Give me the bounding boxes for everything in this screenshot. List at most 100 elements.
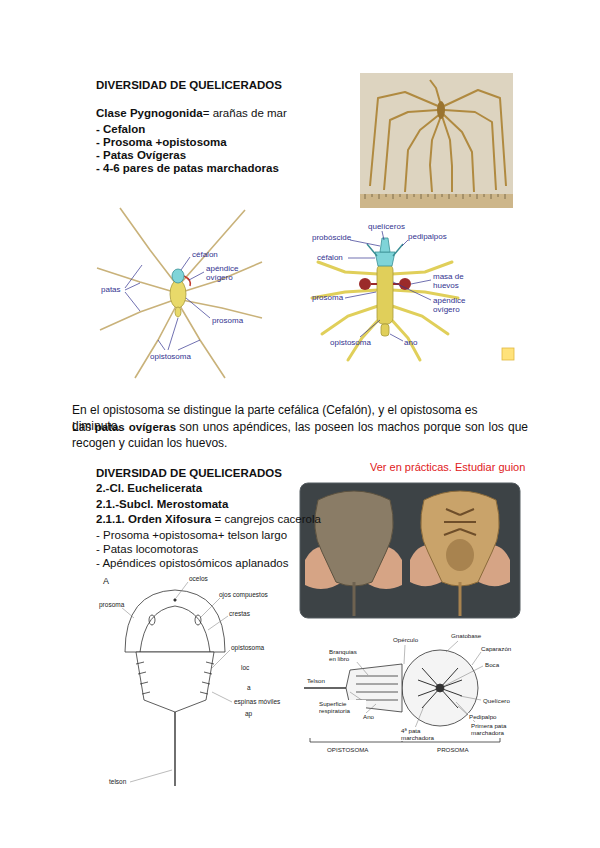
horseshoe-crab-dorsal-drawing-part (212, 650, 230, 668)
horseshoe-crab-ventral-drawing-part (366, 704, 376, 713)
note-text: Ver en prácticas. Estudiar guion (370, 461, 525, 474)
sea-spider-photo-part (370, 80, 506, 192)
sea-spider-diagram-right-part (345, 231, 431, 341)
sea-spider-photo-part (442, 116, 452, 192)
order-common-name: = cangrejos cacerola (214, 513, 320, 525)
horseshoe-crab-ventral-drawing-part (472, 652, 481, 665)
horseshoe-crab-dorsal-drawing (121, 582, 232, 786)
sea-spider-photo-part (437, 101, 445, 119)
horseshoe-crab-dorsal-drawing-part (201, 598, 220, 617)
part-label: ap (244, 710, 253, 717)
horseshoe-crab-photos-part (444, 509, 476, 535)
horseshoe-crab-ventral-drawing-part (402, 650, 478, 726)
sea-spider-diagram-right-part (318, 262, 378, 274)
figure-letter: A (103, 576, 109, 586)
part-label: crestas (228, 610, 251, 617)
part-label: prosoma (98, 601, 125, 608)
horseshoe-crab-ventral-drawing-part (415, 706, 424, 728)
part-label: Superficie respiratoria (318, 700, 366, 714)
sea-spider-diagram-right (312, 231, 458, 360)
section-heading: DIVERSIDAD DE QUELICERADOS (96, 467, 282, 480)
horseshoe-crab-dorsal-drawing-part (121, 582, 232, 782)
horseshoe-crab-ventral-drawing-part (444, 666, 483, 686)
horseshoe-crab-dorsal-drawing-part (176, 582, 188, 598)
sea-spider-photo-part (365, 194, 505, 199)
bullet-item: - Apéndices opistosómicos aplanados (96, 557, 288, 570)
part-label: opistosoma (330, 338, 371, 347)
sea-spider-photo-part (360, 73, 513, 208)
paragraph: Laspatas ovígerasson unos apéndices, las… (72, 419, 528, 451)
part-label: probóscide (312, 233, 351, 242)
part-label: Gnatobase (450, 632, 482, 639)
horseshoe-crab-dorsal-drawing-part (140, 606, 210, 652)
region-label: OPISTOSOMA (326, 746, 370, 753)
sea-spider-diagram-left-part (125, 292, 140, 311)
sea-spider-diagram-right-part (382, 231, 384, 240)
horseshoe-crab-dorsal-drawing-part (208, 616, 228, 630)
order-name: 2.1.1. Orden Xifosura (96, 513, 211, 525)
horseshoe-crab-dorsal-drawing-part (174, 712, 175, 786)
horseshoe-crab-photos-part (300, 483, 520, 618)
sea-spider-diagram-left-part (100, 300, 174, 330)
class-name: Clase Pygnogonida (96, 107, 203, 119)
sea-spider-diagram-right-part (377, 264, 393, 324)
sea-spider-diagram-right-part (375, 252, 395, 266)
sea-spider-diagram-left-part (181, 257, 190, 270)
sea-spider-diagram-right-part (381, 324, 389, 336)
region-label: PROSOMA (436, 746, 470, 753)
part-label: Quelícero (482, 697, 511, 704)
sea-spider-diagram-right-part (371, 283, 399, 285)
part-label: quelíceros (368, 222, 405, 231)
horseshoe-crab-ventral-drawing-part (356, 676, 398, 700)
part-label: Primera pata marchadora (470, 722, 518, 736)
horseshoe-crab-ventral-drawing-part (436, 684, 444, 692)
part-label: opistosoma (230, 644, 265, 651)
horseshoe-crab-photos-part (459, 582, 462, 616)
sea-spider-diagram-left-part (158, 340, 165, 350)
sea-spider-diagram-left (97, 208, 262, 378)
part-label: patas (101, 285, 121, 294)
horseshoe-crab-ventral-drawing-part (356, 661, 368, 675)
horseshoe-crab-dorsal-drawing-part (136, 662, 214, 694)
sea-spider-diagram-left-part (186, 298, 210, 318)
sea-spider-diagram-right-part (390, 334, 403, 341)
horseshoe-crab-photos-part (300, 483, 520, 618)
sea-spider-diagram-right-part (411, 280, 431, 284)
part-label: prosoma (212, 316, 243, 325)
part-label: Telson (306, 677, 326, 684)
part-label: céfalon (192, 250, 218, 259)
horseshoe-crab-ventral-drawing-part (350, 641, 483, 728)
paragraph-bold: patas ovígeras (95, 421, 176, 433)
section-heading: 2.1.-Subcl. Merostomata (96, 498, 228, 511)
sea-spider-diagram-right-part (390, 318, 420, 360)
part-label: Opérculo (392, 636, 419, 643)
part-label: céfalon (317, 253, 343, 262)
page-heading: DIVERSIDAD DE QUELICERADOS (96, 79, 282, 92)
horseshoe-crab-ventral-drawing-part (460, 696, 481, 700)
sea-spider-diagram-left-part (168, 318, 178, 350)
part-label: telson (108, 778, 127, 785)
horseshoe-crab-dorsal-drawing-part (121, 607, 134, 618)
sea-spider-diagram-right-part (360, 320, 380, 337)
bullet-item: - Patas Ovígeras (96, 149, 186, 162)
horseshoe-crab-photos-part (444, 509, 476, 535)
horseshoe-crab-ventral-drawing-part (418, 668, 462, 708)
horseshoe-crab-ventral-drawing-part (404, 645, 405, 664)
sea-spider-diagram-left-part (125, 257, 210, 350)
part-label: ano (404, 338, 417, 347)
bullet-item: - Prosoma +opistosoma+ telson largo (96, 529, 287, 542)
horseshoe-crab-dorsal-drawing-part (130, 770, 172, 782)
horseshoe-crab-dorsal-drawing-part (149, 615, 155, 625)
paragraph-text: Las (72, 420, 91, 434)
class-common-name: = arañas de mar (203, 107, 287, 119)
sea-spider-diagram-right-part (399, 278, 411, 290)
part-label: loc (240, 664, 250, 671)
sea-spider-photo-part (430, 80, 440, 102)
sea-spider-diagram-right-part (350, 240, 380, 246)
sea-spider-diagram-right-part (345, 292, 376, 298)
sea-spider-diagram-right-part (402, 240, 408, 246)
sea-spider-diagram-left-part (178, 340, 200, 350)
horseshoe-crab-ventral-drawing-part (446, 641, 458, 652)
sea-spider-diagram-left-part (135, 306, 176, 378)
